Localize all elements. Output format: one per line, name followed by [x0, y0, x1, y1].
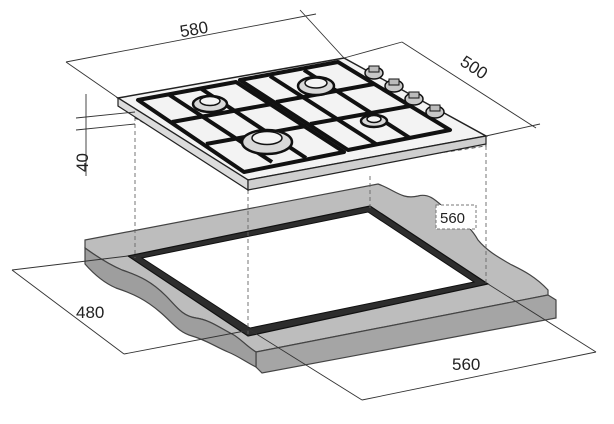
hob-burners: [191, 75, 389, 156]
knob-2: [384, 78, 404, 93]
projection-lines: [134, 110, 487, 334]
burner-front-right: [359, 113, 389, 129]
grate-left-bar-3: [171, 102, 273, 124]
dim-label-hob-height: 40: [73, 153, 92, 172]
hob: [115, 57, 489, 192]
dim-box-cutout-inner: 560: [435, 204, 477, 230]
burner-front-left: [240, 128, 294, 156]
knob-4: [425, 104, 445, 119]
dim-label-cutout-inner: 560: [440, 210, 465, 227]
dim-label-cutout-width: 560: [452, 355, 480, 374]
dim-label-hob-width: 580: [178, 18, 209, 42]
dim-line-580: [65, 13, 317, 63]
grate-right: [238, 60, 452, 152]
countertop: [84, 183, 557, 374]
knob-1: [364, 65, 384, 80]
dimension-lines: [11, 9, 597, 401]
dim-line-560: [361, 351, 597, 401]
burner-back-left: [191, 94, 229, 114]
dim-line-500: [401, 41, 537, 129]
grate-right-bar-1: [268, 74, 378, 146]
knob-3: [404, 91, 424, 106]
dim-label-hob-depth: 500: [457, 52, 491, 83]
burner-back-right: [296, 75, 336, 97]
hob-plate-right-edge: [247, 135, 487, 191]
countertop-cutout-interior: [140, 211, 476, 329]
hob-knobs: [364, 65, 445, 119]
dim-line-480: [11, 269, 125, 355]
dim-label-cutout-depth: 480: [76, 303, 104, 322]
grate-right-bar-4: [309, 104, 411, 126]
